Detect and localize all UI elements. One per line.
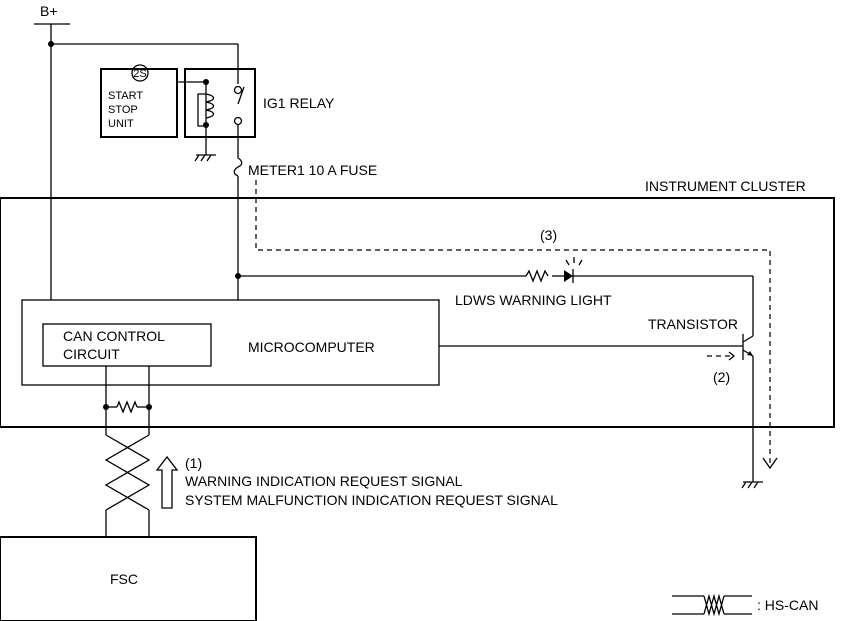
arrow-up-icon [155, 455, 179, 509]
junction-dot [103, 404, 109, 410]
warning-light-label: LDWS WARNING LIGHT [455, 292, 612, 308]
led-icon [564, 270, 573, 282]
fsc-label: FSC [110, 571, 138, 587]
legend-label: : HS-CAN [757, 597, 818, 613]
ground-icon [194, 154, 212, 162]
relay-switch-arm [237, 86, 245, 105]
step3-label: (3) [540, 227, 557, 243]
fuse-icon [233, 157, 243, 177]
start-stop-badge [131, 64, 149, 82]
cluster-label: INSTRUMENT CLUSTER [645, 178, 806, 194]
start-stop-unit-box [100, 68, 178, 138]
signal-label-2: SYSTEM MALFUNCTION INDICATION REQUEST SI… [185, 492, 558, 508]
microcomputer-label: MICROCOMPUTER [248, 339, 375, 355]
transistor-collector [742, 335, 754, 343]
junction-dot [48, 41, 54, 47]
microcomputer-box [21, 299, 440, 386]
current-path-dashed [255, 180, 771, 465]
terminator-resistor-icon [116, 400, 138, 414]
can-control-circuit-box [42, 323, 212, 367]
relay-coil-icon [205, 93, 215, 119]
can-label-1: CAN CONTROL [63, 328, 165, 344]
relay-contact-top [233, 85, 243, 95]
ground-icon [741, 481, 759, 489]
step2-label: (2) [713, 369, 730, 385]
relay-diode-branch [197, 93, 206, 127]
start-stop-label-3: UNIT [108, 118, 134, 130]
resistor-icon [525, 269, 549, 283]
ig1-relay-box [184, 68, 256, 138]
can-label-2: CIRCUIT [63, 346, 120, 362]
supply-label: B+ [40, 3, 58, 19]
step1-label: (1) [185, 455, 202, 471]
transistor-label: TRANSISTOR [648, 316, 738, 332]
led-rays-icon [565, 257, 583, 266]
arrow-down-icon [762, 457, 778, 470]
emitter-arrow-icon [747, 351, 753, 356]
legend-twist-icon [703, 593, 725, 617]
instrument-cluster-box [0, 197, 835, 428]
signal-label-1: WARNING INDICATION REQUEST SIGNAL [185, 473, 463, 489]
arrow-right-icon [728, 351, 736, 361]
junction-dot [146, 404, 152, 410]
fsc-box [0, 536, 257, 621]
start-stop-label-1: START [108, 90, 143, 102]
start-stop-badge-text: 2S [133, 68, 146, 80]
twisted-pair-icon [104, 434, 151, 511]
relay-label: IG1 RELAY [263, 95, 335, 111]
relay-contact-bottom [233, 116, 243, 126]
junction-dot [203, 122, 209, 128]
start-stop-label-2: STOP [108, 104, 138, 116]
fuse-label: METER1 10 A FUSE [248, 162, 377, 178]
